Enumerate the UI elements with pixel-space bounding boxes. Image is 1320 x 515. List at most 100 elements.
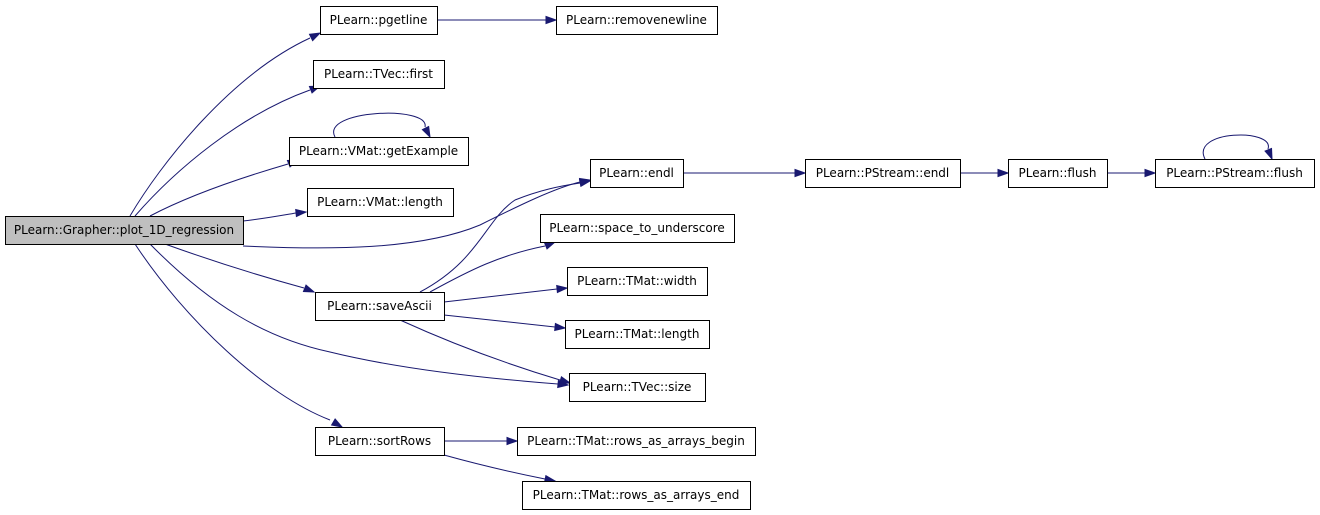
arrowhead <box>794 168 807 178</box>
edge-pstream_flush-to-pstream_flush <box>1202 134 1273 161</box>
arrowhead <box>1264 147 1273 161</box>
node-saveAscii[interactable]: PLearn::saveAscii <box>315 292 445 321</box>
arrowhead <box>543 241 557 250</box>
node-box[interactable] <box>1008 159 1108 188</box>
node-pstream-flush[interactable]: PLearn::PStream::flush <box>1155 159 1315 188</box>
edge-saveAscii-to-endl <box>419 178 592 293</box>
node-box[interactable] <box>315 427 445 456</box>
arrowhead <box>506 436 519 446</box>
edge-line <box>149 243 559 385</box>
node-label: PLearn::TVec::size <box>583 380 692 394</box>
node-space-to-underscore[interactable]: PLearn::space_to_underscore <box>540 214 735 243</box>
node-label: PLearn::TMat::width <box>577 274 697 288</box>
edge-saveAscii-to-tmat_length <box>443 314 567 332</box>
node-label: PLearn::PStream::endl <box>816 166 950 180</box>
edge-line <box>443 314 556 328</box>
edge-plot_1D_regression-to-pgetline <box>129 32 322 217</box>
node-tmat-width[interactable]: PLearn::TMat::width <box>567 267 708 296</box>
edge-line <box>242 181 581 249</box>
edge-plot_1D_regression-to-saveAscii <box>164 243 316 293</box>
arrowhead <box>556 284 569 294</box>
node-label: PLearn::flush <box>1019 166 1097 180</box>
node-removenewline[interactable]: PLearn::removenewline <box>556 6 718 35</box>
edge-line <box>164 243 305 289</box>
node-flush[interactable]: PLearn::flush <box>1008 159 1108 188</box>
edge-line <box>129 37 311 217</box>
node-getExample[interactable]: PLearn::VMat::getExample <box>289 137 469 166</box>
node-box[interactable] <box>315 292 445 321</box>
arrowhead <box>554 322 567 332</box>
edge-saveAscii-to-space_to_underscore <box>429 241 557 293</box>
node-rows-end[interactable]: PLearn::TMat::rows_as_arrays_end <box>522 481 751 510</box>
node-pstream-endl[interactable]: PLearn::PStream::endl <box>805 159 961 188</box>
node-label: PLearn::TMat::length <box>575 327 700 341</box>
node-label: PLearn::removenewline <box>566 13 707 27</box>
edge-flush-to-pstream_flush <box>1107 168 1157 178</box>
edge-plot_1D_regression-to-getExample <box>149 159 300 217</box>
node-box[interactable] <box>805 159 961 188</box>
arrowhead <box>1144 168 1157 178</box>
node-box[interactable] <box>289 137 469 166</box>
node-box[interactable] <box>313 60 445 89</box>
node-box[interactable] <box>590 159 684 188</box>
arrowhead <box>578 178 592 188</box>
edge-getExample-to-getExample <box>333 112 431 139</box>
edge-endl-to-pstream_endl <box>683 168 807 178</box>
arrowhead <box>295 208 308 218</box>
edge-line <box>419 182 581 293</box>
node-box[interactable] <box>540 214 735 243</box>
node-box[interactable] <box>5 216 244 245</box>
edge-line <box>443 288 558 303</box>
node-box[interactable] <box>1155 159 1315 188</box>
edge-line <box>134 89 311 217</box>
node-label: PLearn::TMat::rows_as_arrays_begin <box>527 434 745 448</box>
node-box[interactable] <box>517 427 756 456</box>
node-box[interactable] <box>567 267 708 296</box>
arrowhead <box>302 284 316 293</box>
arrowhead <box>330 418 344 428</box>
arrowhead <box>558 375 572 385</box>
node-tvec-size[interactable]: PLearn::TVec::size <box>569 373 706 402</box>
node-box[interactable] <box>556 6 718 35</box>
node-plot-1D-regression[interactable]: PLearn::Grapher::plot_1D_regression <box>5 216 244 245</box>
edges-layer <box>129 15 1273 484</box>
edge-line <box>242 212 297 222</box>
edge-line <box>399 319 561 381</box>
node-label: PLearn::TMat::rows_as_arrays_end <box>533 488 740 502</box>
edge-line <box>333 112 426 138</box>
node-label: PLearn::saveAscii <box>327 299 432 313</box>
nodes-layer: PLearn::Grapher::plot_1D_regressionPLear… <box>5 6 1315 510</box>
node-sortRows[interactable]: PLearn::sortRows <box>315 427 445 456</box>
edge-saveAscii-to-tmat_width <box>443 284 569 303</box>
edge-line <box>429 245 546 293</box>
edge-plot_1D_regression-to-sortRows <box>134 243 344 428</box>
node-box[interactable] <box>522 481 751 510</box>
node-endl[interactable]: PLearn::endl <box>590 159 684 188</box>
edge-plot_1D_regression-to-vmat_length <box>242 208 308 222</box>
edge-sortRows-to-rows_end <box>443 454 557 484</box>
node-label: PLearn::PStream::flush <box>1166 166 1303 180</box>
arrowhead <box>421 125 431 139</box>
node-rows-begin[interactable]: PLearn::TMat::rows_as_arrays_begin <box>517 427 756 456</box>
arrowhead <box>997 168 1010 178</box>
node-label: PLearn::VMat::length <box>317 195 443 209</box>
node-box[interactable] <box>569 373 706 402</box>
node-box[interactable] <box>565 320 710 349</box>
node-pgetline[interactable]: PLearn::pgetline <box>320 6 438 35</box>
edge-sortRows-to-rows_begin <box>444 436 519 446</box>
edge-saveAscii-to-tvec_size <box>399 319 572 385</box>
node-tvec-first[interactable]: PLearn::TVec::first <box>313 60 445 89</box>
node-label: PLearn::TVec::first <box>324 67 433 81</box>
node-vmat-length[interactable]: PLearn::VMat::length <box>307 188 454 217</box>
edge-line <box>1202 134 1269 160</box>
node-tmat-length[interactable]: PLearn::TMat::length <box>565 320 710 349</box>
node-label: PLearn::VMat::getExample <box>299 144 458 158</box>
node-label: PLearn::space_to_underscore <box>549 221 725 235</box>
node-box[interactable] <box>320 6 438 35</box>
node-label: PLearn::sortRows <box>328 434 431 448</box>
edge-line <box>134 243 331 421</box>
node-box[interactable] <box>307 188 454 217</box>
node-label: PLearn::Grapher::plot_1D_regression <box>14 223 234 237</box>
arrowhead <box>545 15 558 25</box>
